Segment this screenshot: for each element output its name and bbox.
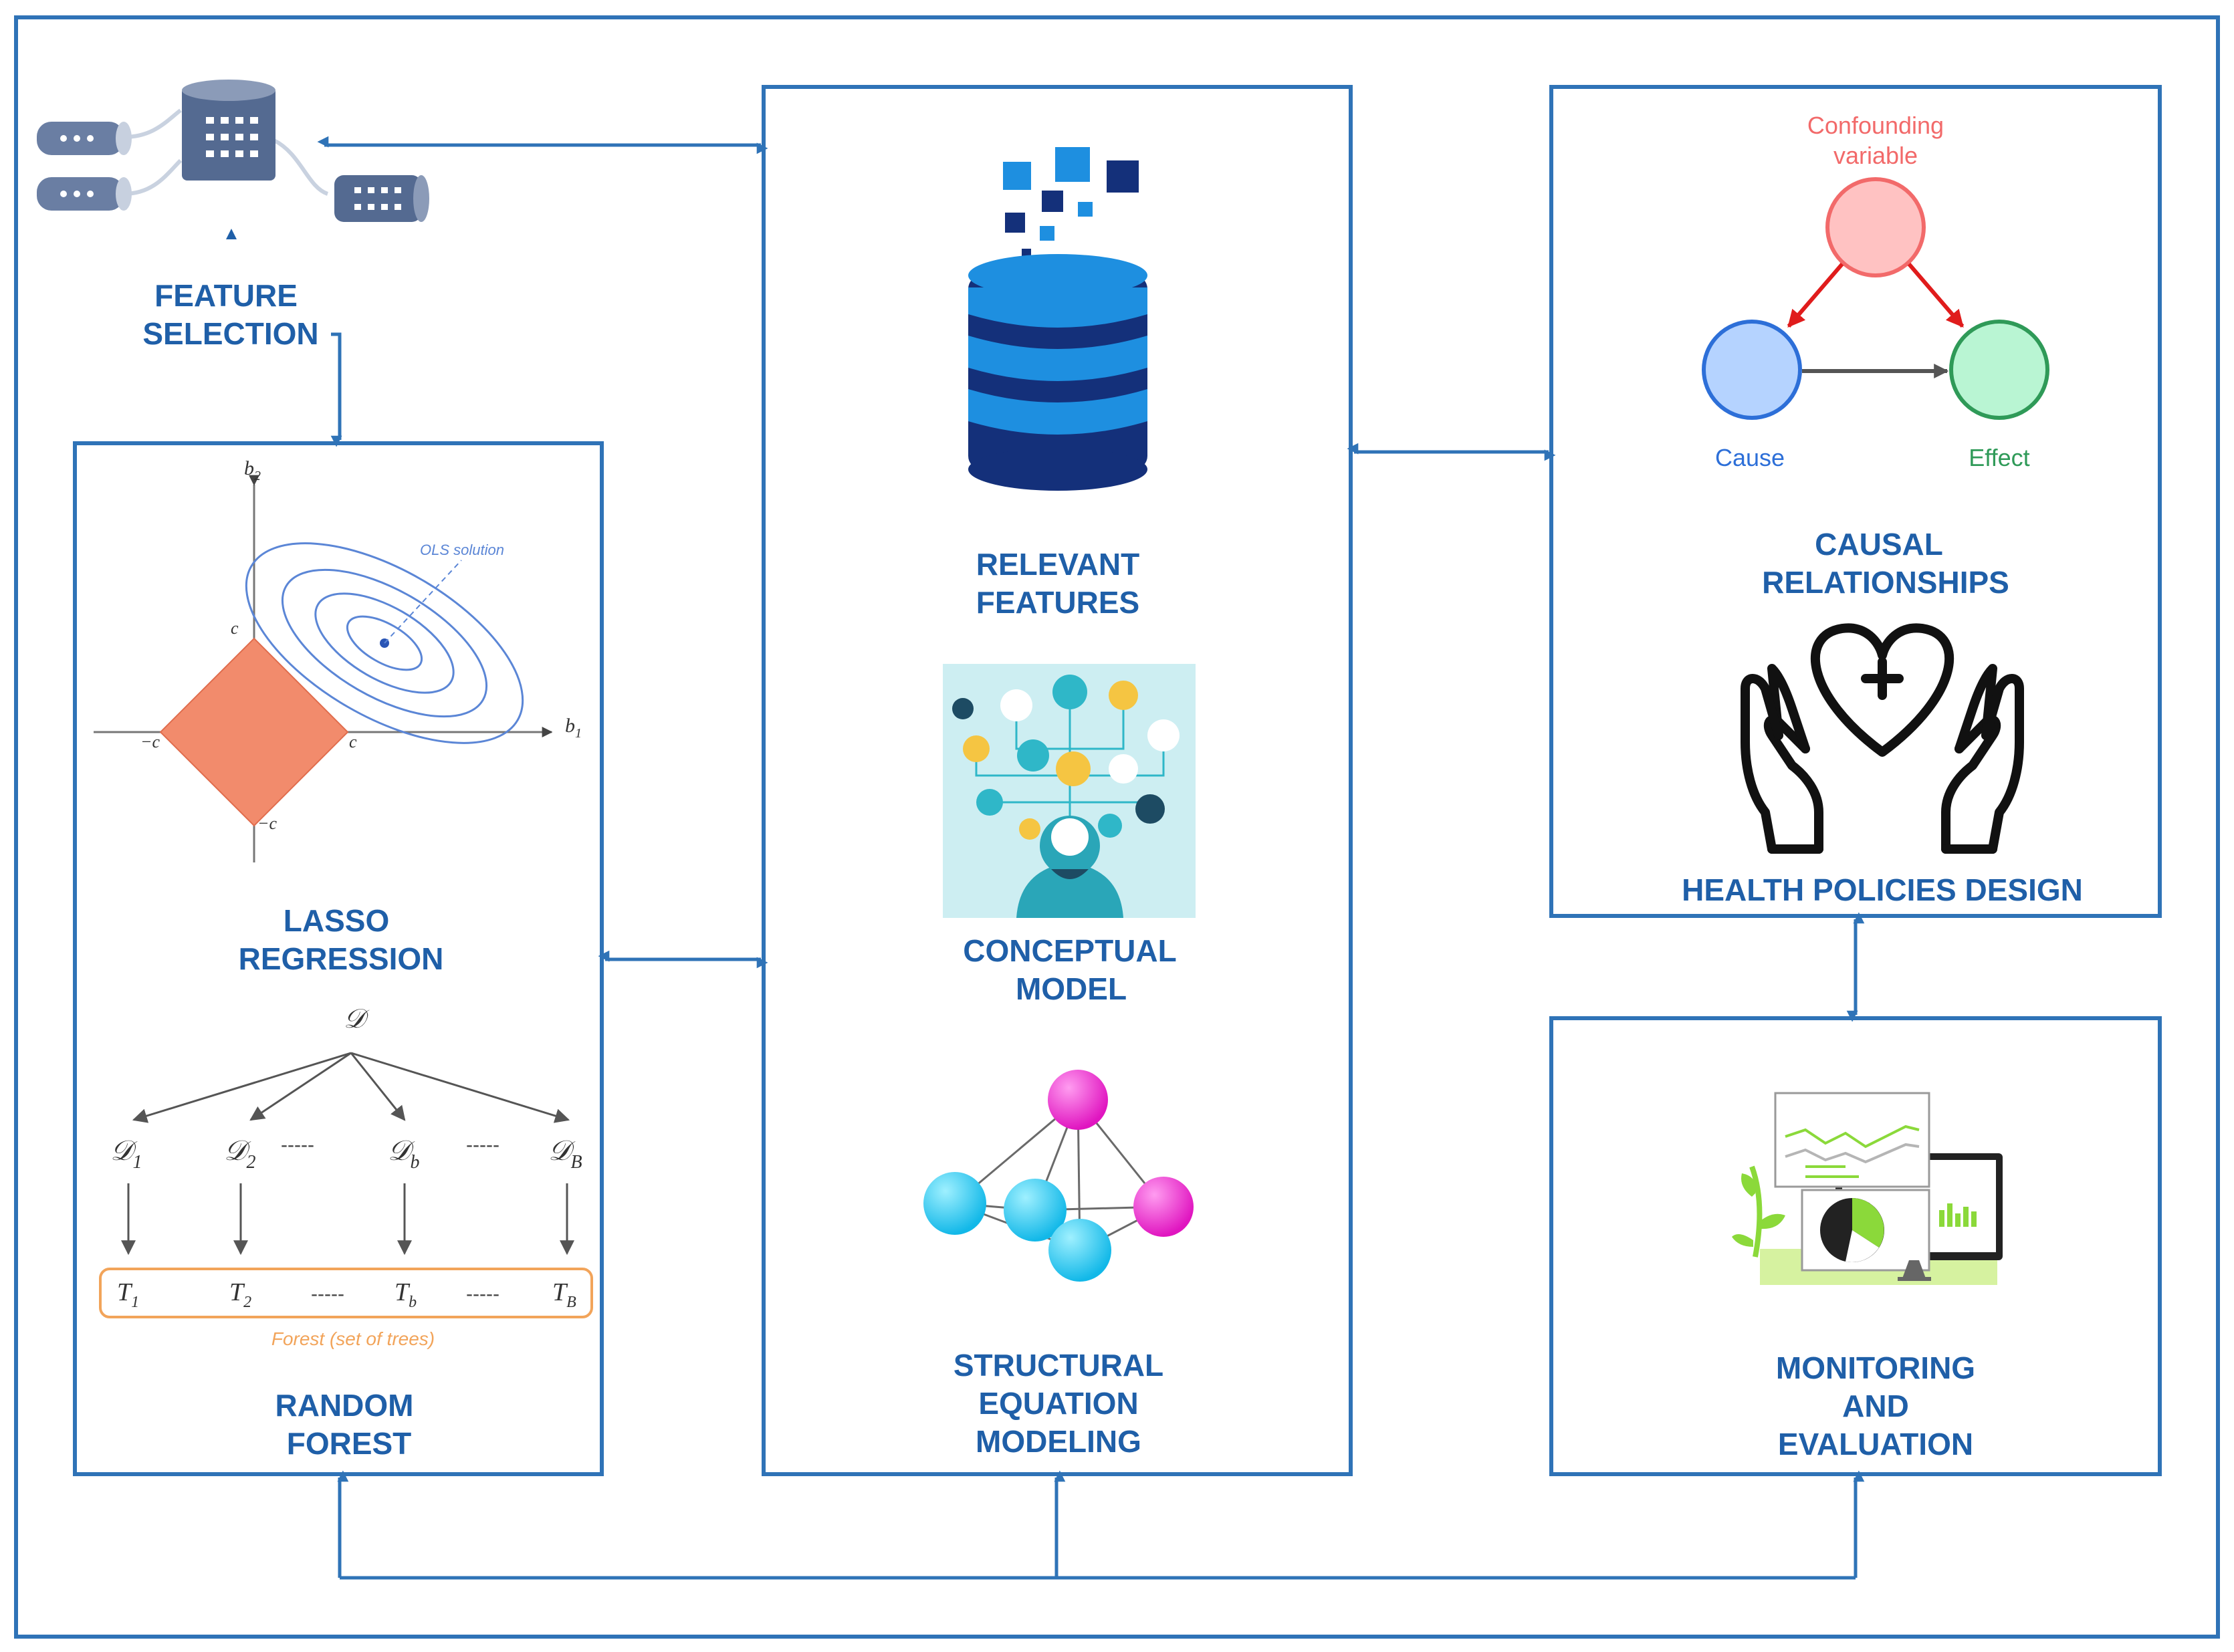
random-forest-label-1: RANDOM <box>275 1388 414 1423</box>
dataset-dashes-2: ----- <box>466 1134 499 1156</box>
sem-label-3: MODELING <box>976 1424 1141 1459</box>
tree-dashes-1: ----- <box>311 1283 344 1305</box>
dataset-2: 𝒟2 <box>224 1136 256 1173</box>
sem-network <box>923 1070 1194 1282</box>
forest-caption: Forest (set of trees) <box>271 1328 435 1349</box>
feature-selection-label-1: FEATURE <box>154 278 298 313</box>
tick-c-right: c <box>349 732 357 751</box>
tree-dashes-2: ----- <box>466 1283 499 1305</box>
tick-neg-c-left: −c <box>140 732 160 751</box>
effect-label: Effect <box>1969 444 2029 471</box>
outer-frame <box>14 15 2220 1639</box>
relevant-features-label-1: RELEVANT <box>976 547 1140 582</box>
axis-b2-label: b2 <box>244 457 261 483</box>
effect-node <box>1949 320 2049 420</box>
sem-label-1: STRUCTURAL <box>954 1348 1163 1383</box>
sem-label-2: EQUATION <box>978 1386 1138 1421</box>
cause-label: Cause <box>1715 444 1785 471</box>
causal-label-1: CAUSAL <box>1815 527 1943 562</box>
relevant-features-label-2: FEATURES <box>976 585 1140 620</box>
feature-selection-label-2: SELECTION <box>142 316 318 351</box>
tree-B: TB <box>552 1278 576 1311</box>
ols-solution-label: OLS solution <box>420 542 504 558</box>
confounder-node <box>1825 177 1926 277</box>
lasso-label-2: REGRESSION <box>239 941 444 976</box>
confounding-label-2: variable <box>1833 142 1918 169</box>
lasso-plot: OLS solution b2 b1 c c −c −c <box>94 457 582 862</box>
hands-heart-icon <box>1741 623 2024 854</box>
axis-b1-label: b1 <box>565 715 582 741</box>
tree-2: T2 <box>229 1278 251 1311</box>
tree-1: T1 <box>117 1278 139 1311</box>
tick-c-top: c <box>231 618 239 638</box>
database-icon <box>968 147 1147 491</box>
conceptual-model-illustration <box>943 664 1196 918</box>
monitoring-dashboard-icon <box>1732 1092 2003 1285</box>
dataset-1: 𝒟1 <box>110 1136 142 1173</box>
health-policies-label: HEALTH POLICIES DESIGN <box>1682 872 2083 907</box>
random-forest-label-2: FOREST <box>287 1426 412 1461</box>
tick-neg-c-bottom: −c <box>257 814 277 833</box>
connectors <box>317 136 1865 1580</box>
forest-box <box>99 1268 593 1318</box>
causal-label-2: RELATIONSHIPS <box>1762 565 2009 600</box>
ols-contours <box>245 542 524 744</box>
causal-diagram: Confounding variable Cause Effect <box>1702 112 2049 471</box>
lasso-diamond <box>159 637 349 827</box>
lasso-label-1: LASSO <box>284 903 389 938</box>
monitoring-label-3: EVALUATION <box>1778 1427 1973 1461</box>
random-forest-diagram: 𝒟 𝒟1 𝒟2 𝒟b 𝒟B ----- ----- T1 T2 Tb TB --… <box>99 1004 593 1349</box>
dataset-dashes-1: ----- <box>281 1134 314 1156</box>
dataset-b: 𝒟b <box>388 1136 420 1173</box>
monitoring-label-2: AND <box>1842 1389 1909 1423</box>
forest-root: 𝒟 <box>344 1004 370 1034</box>
monitoring-label-1: MONITORING <box>1776 1350 1975 1385</box>
tree-b: Tb <box>395 1278 417 1311</box>
dataset-B: 𝒟B <box>548 1136 582 1173</box>
cause-node <box>1702 320 1802 420</box>
confounding-label-1: Confounding <box>1807 112 1944 139</box>
conceptual-model-label-2: MODEL <box>1016 971 1127 1006</box>
arrow-featsel-lasso <box>330 332 342 447</box>
conceptual-model-label-1: CONCEPTUAL <box>963 933 1176 968</box>
feature-selection-icon <box>37 80 429 239</box>
